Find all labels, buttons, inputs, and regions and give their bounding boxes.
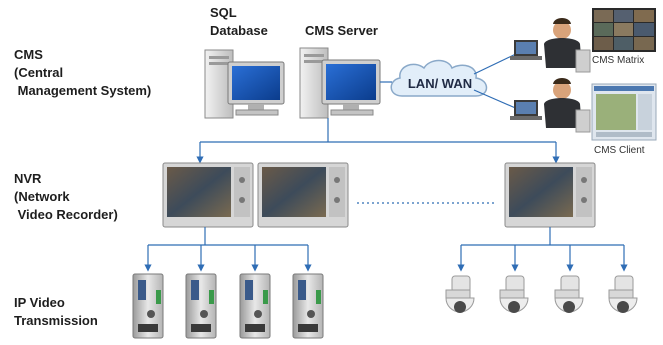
cms-client-screenshot-icon — [591, 83, 657, 141]
ip-camera-2-icon — [499, 275, 529, 313]
cms-matrix-screenshot-icon — [592, 8, 656, 52]
cms-server-pc-icon — [299, 47, 381, 119]
cms-server-label: CMS Server — [305, 23, 378, 38]
ip-video-label-2: Transmission — [14, 313, 98, 328]
nvr-unit-2-icon — [257, 162, 349, 228]
sql-label-1: SQL — [210, 5, 237, 20]
cloud-operator-link-1 — [473, 51, 521, 75]
ip-video-label-1: IP Video — [14, 295, 65, 310]
ip-camera-1-icon — [445, 275, 475, 313]
cms-matrix-label: CMS Matrix — [592, 55, 645, 66]
cms-section-subtitle-2: Management System) — [14, 83, 152, 98]
sql-label-2: Database — [210, 23, 268, 38]
cloud-operator-link-2 — [473, 89, 521, 111]
nvr-section-subtitle-1: (Network — [14, 189, 70, 204]
video-server-3-icon — [239, 273, 271, 339]
nvr-section-title: NVR — [14, 171, 42, 186]
cms-client-label: CMS Client — [594, 145, 645, 156]
sql-database-pc-icon — [204, 49, 285, 119]
nvr-section-subtitle-2: Video Recorder) — [14, 207, 118, 222]
ip-camera-4-icon — [608, 275, 638, 313]
operator-client-icon — [510, 78, 591, 133]
video-server-4-icon — [292, 273, 324, 339]
video-server-2-icon — [185, 273, 217, 339]
lan-wan-label: LAN/ WAN — [408, 76, 472, 91]
nvr-unit-1-icon — [162, 162, 254, 228]
operator-matrix-icon — [510, 18, 591, 73]
ip-camera-3-icon — [554, 275, 584, 313]
video-server-1-icon — [132, 273, 164, 339]
cms-section-subtitle-1: (Central — [14, 65, 64, 80]
lan-wan-cloud-icon — [390, 59, 488, 97]
cms-section-title: CMS — [14, 47, 43, 62]
nvr-unit-3-icon — [504, 162, 596, 228]
